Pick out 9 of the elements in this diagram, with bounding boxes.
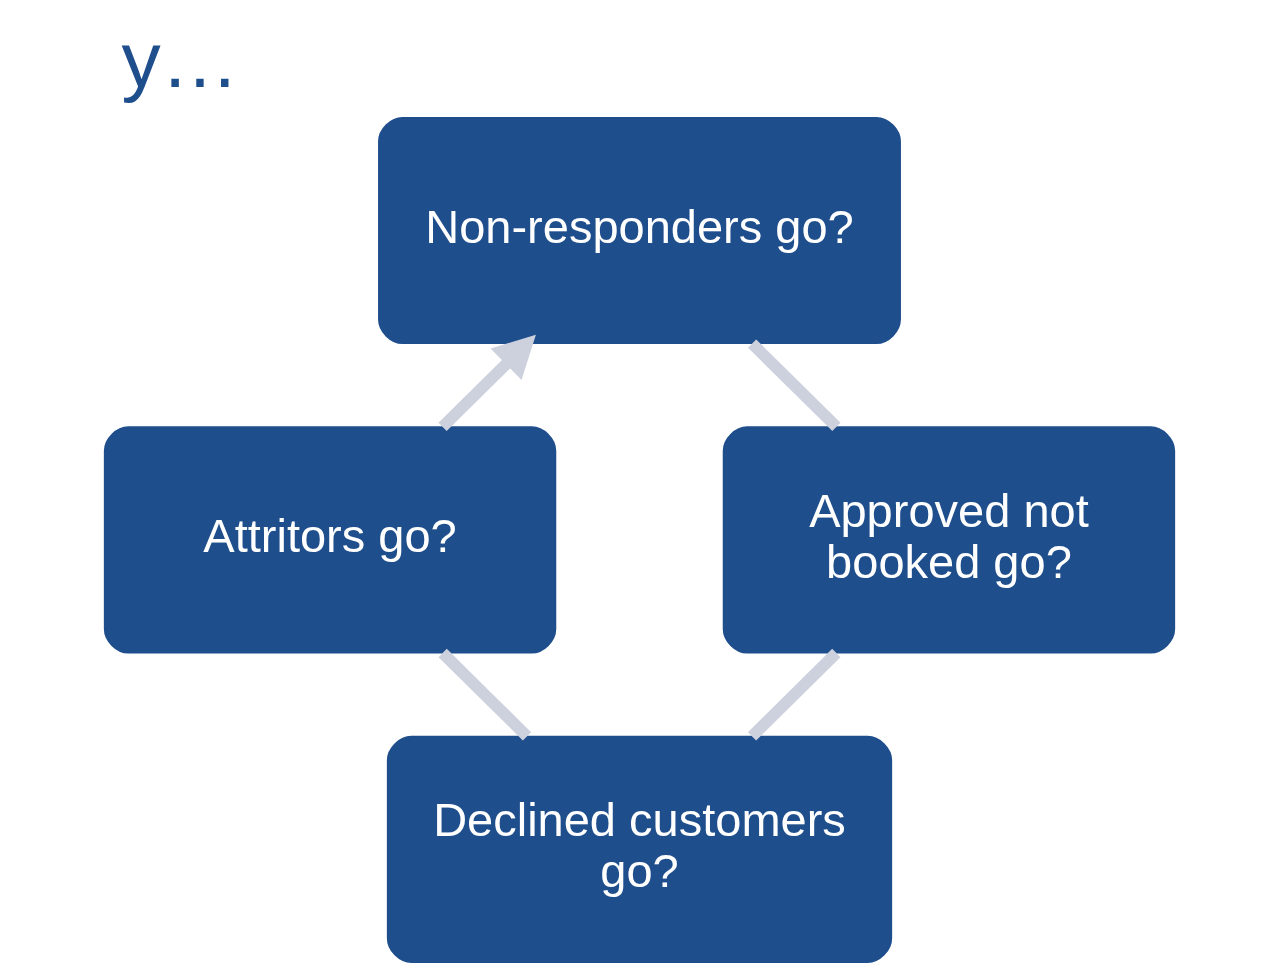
arrow xyxy=(438,334,536,432)
connector xyxy=(747,339,841,432)
node-box: Approved not booked go? xyxy=(722,426,1176,654)
connector xyxy=(438,648,532,741)
node-box: Declined customers go? xyxy=(386,735,893,963)
node-box: Attritors go? xyxy=(103,426,557,654)
diagram-title: y… xyxy=(121,15,239,104)
node-box: Non-responders go? xyxy=(378,116,901,345)
connector xyxy=(747,648,841,741)
